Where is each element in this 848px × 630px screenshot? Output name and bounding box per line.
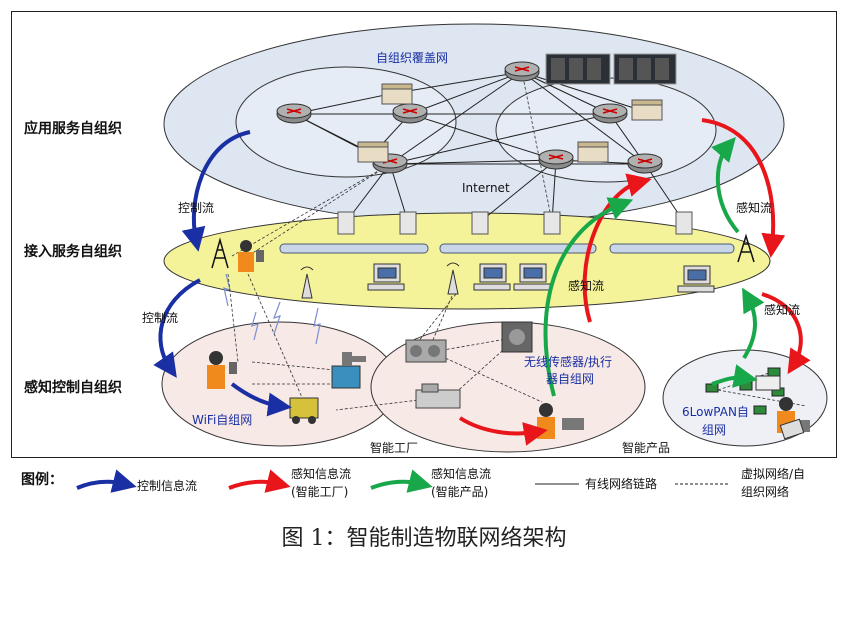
legend-control-label: 控制信息流	[137, 478, 197, 493]
layer-label-application: 应用服务自组织	[24, 120, 122, 137]
legend-sense-product-arrow	[370, 469, 433, 493]
control-flow-arrows	[153, 130, 292, 417]
legend: 图例： 控制信息流 感知信息流 (智能工厂) 感知信息流 (智能产品) 有线网络…	[11, 458, 837, 508]
overlay-mesh-links	[293, 71, 646, 165]
wireless-ap-icon	[446, 262, 460, 295]
lowpan-label-line1: 6LowPAN自	[682, 405, 749, 419]
router-icons	[276, 61, 663, 174]
legend-sense-factory-line1: 感知信息流	[291, 466, 351, 481]
engine-part-icon	[501, 321, 533, 353]
legend-sense-factory-arrow	[228, 469, 291, 493]
wireless-sensor-label-line2: 器自组网	[546, 372, 594, 386]
sensing-factory-arrows	[458, 118, 811, 446]
legend-sense-factory-line2: (智能工厂)	[291, 484, 348, 499]
sensing-flow-label-bottom-right: 感知流	[764, 302, 800, 317]
legend-svg: 图例： 控制信息流 感知信息流 (智能工厂) 感知信息流 (智能产品) 有线网络…	[21, 466, 805, 499]
cluster-right-ellipse	[495, 77, 717, 183]
layer-label-access: 接入服务自组织	[24, 243, 122, 260]
architecture-diagram: 应用服务自组织 接入服务自组织 感知控制自组织 自组织覆盖网 Internet …	[24, 23, 828, 455]
device-hub-icon	[755, 375, 781, 391]
legend-title: 图例：	[21, 471, 63, 488]
gear-machine-icon	[405, 339, 447, 363]
access-layer-ellipse	[163, 212, 771, 310]
worker-icon	[238, 240, 264, 272]
server-box-icons	[357, 83, 663, 163]
antenna-tower-icon	[211, 237, 229, 269]
sensing-flow-label-middle: 感知流	[568, 278, 604, 293]
access-computer-icons	[367, 263, 715, 293]
wifi-network-label: WiFi自组网	[192, 413, 252, 427]
antenna-tower-icon	[737, 233, 755, 263]
layer-label-sensing: 感知控制自组织	[24, 379, 122, 396]
legend-virtual-line2: 组织网络	[741, 484, 789, 499]
architecture-figure: 应用服务自组织 接入服务自组织 感知控制自组织 自组织覆盖网 Internet …	[11, 11, 837, 458]
area-label-factory: 智能工厂	[370, 440, 418, 455]
robot-arm-icon	[331, 352, 366, 389]
server-rack-icons	[545, 53, 677, 85]
cluster-left-ellipse	[235, 66, 457, 178]
conveyor-machine-icon	[415, 383, 461, 409]
access-server-icons	[337, 211, 693, 235]
legend-sense-product-line2: (智能产品)	[431, 484, 488, 499]
control-flow-label-top: 控制流	[178, 201, 214, 215]
overlay-network-label: 自组织覆盖网	[376, 51, 448, 65]
wireless-sensor-label-line1: 无线传感器/执行	[524, 354, 612, 369]
tablet-icon	[779, 418, 805, 440]
virtual-links-top	[231, 71, 553, 257]
legend-wired-label: 有线网络链路	[585, 476, 657, 491]
figure-caption: 图 1：智能制造物联网络架构	[281, 526, 567, 551]
worker-icon	[207, 351, 237, 389]
internet-label: Internet	[462, 181, 510, 195]
legend-control-arrow	[76, 469, 137, 493]
sensing-flow-label-top-right: 感知流	[736, 200, 772, 215]
sensing-product-arrows	[543, 136, 765, 397]
lowpan-label-line2: 组网	[702, 423, 726, 437]
wireless-ap-icon	[300, 266, 314, 299]
control-flow-label-left: 控制流	[142, 311, 178, 325]
legend-virtual-line1: 虚拟网络/自	[741, 466, 805, 481]
area-label-product: 智能产品	[622, 440, 670, 455]
access-bus-lines	[279, 243, 735, 254]
legend-sense-product-line1: 感知信息流	[431, 466, 491, 481]
wireless-links	[223, 273, 321, 345]
